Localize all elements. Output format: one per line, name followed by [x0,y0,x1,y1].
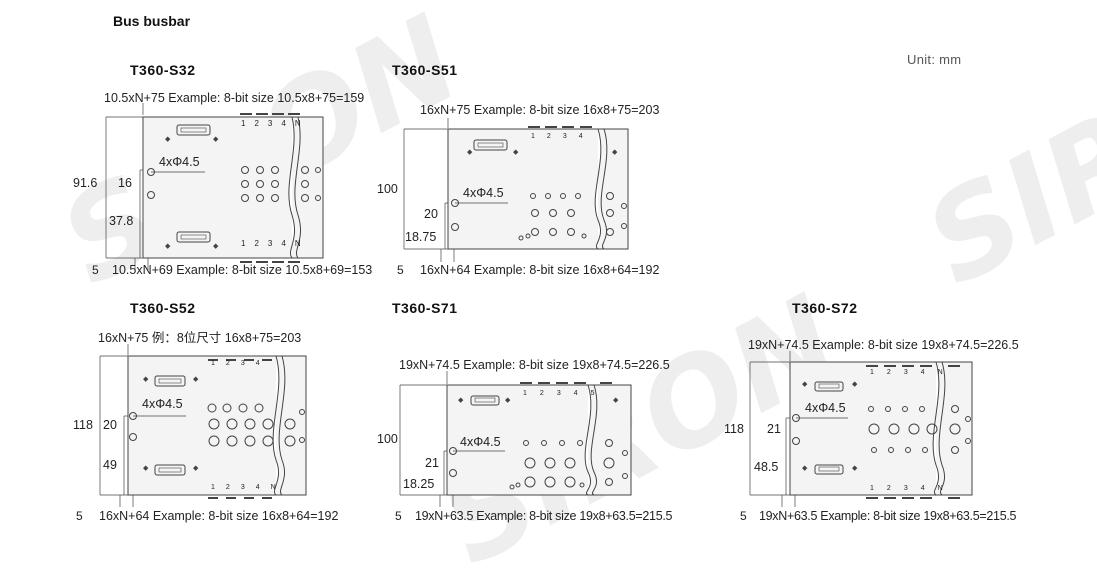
hole-label-s51: 4xΦ4.5 [463,186,504,200]
terminal-labels-s52: 1234 [211,360,271,367]
dim-upper-s52: 20 [103,418,117,432]
panel-title-s72: T360-S72 [792,300,858,316]
svg-text:◆: ◆ [513,149,519,156]
terminal-labels-s71: 12345 [523,390,608,397]
svg-text:◆: ◆ [852,465,858,472]
top-dimension-s52: 16xN+75 例：8位尺寸 16x8+75=203 [98,331,302,345]
svg-text:◆: ◆ [213,243,219,250]
hole-label-s52: 4xΦ4.5 [142,397,183,411]
panel-title-s32: T360-S32 [130,62,196,78]
dim-upper-s32: 16 [118,176,132,190]
height-total-s52: 118 [73,418,93,432]
svg-text:◆: ◆ [193,465,199,472]
terminal-labels-s72: 1234N [870,369,956,376]
dim-lower-s72: 48.5 [754,460,779,474]
dim-upper-s51: 20 [424,207,438,221]
hole-label-s32: 4xΦ4.5 [159,155,200,169]
unit-label: Unit: mm [907,52,962,67]
panel-title-s71: T360-S71 [392,300,458,316]
edge-offset-s72: 5 [740,509,747,523]
edge-offset-s71: 5 [395,509,402,523]
edge-offset-s51: 5 [397,263,404,277]
edge-offset-s52: 5 [76,509,83,523]
svg-text:◆: ◆ [802,381,808,388]
svg-text:◆: ◆ [505,397,511,404]
svg-text:◆: ◆ [143,465,149,472]
top-dimension-s32: 10.5xN+75 Example: 8-bit size 10.5x8+75=… [104,91,365,105]
svg-text:◆: ◆ [802,465,808,472]
terminal-labels-bottom-s52: 1234N [211,484,287,491]
svg-text:◆: ◆ [165,136,171,143]
dim-upper-s72: 21 [767,422,781,436]
edge-offset-s32: 5 [92,263,99,277]
bottom-dimension-s72: 19xN+63.5 Example: 8-bit size 19x8+63.5=… [759,509,1017,523]
svg-text:◆: ◆ [458,397,464,404]
dim-lower-s51: 18.75 [405,230,437,244]
svg-text:◆: ◆ [467,149,473,156]
bottom-dimension-s32: 10.5xN+69 Example: 8-bit size 10.5x8+69=… [112,263,373,277]
terminal-labels-bottom-s32: 1234N [241,239,310,248]
terminal-labels-bottom-s72: 1234N [870,485,956,492]
height-total-s51: 100 [377,182,398,196]
svg-text:◆: ◆ [143,376,149,383]
height-total-s72: 118 [724,422,744,436]
panel-title-s52: T360-S52 [130,300,196,316]
svg-text:◆: ◆ [613,397,619,404]
terminal-labels-s32: 1234N [241,119,310,128]
svg-text:◆: ◆ [852,381,858,388]
hole-label-s72: 4xΦ4.5 [805,401,846,415]
bottom-dimension-s71: 19xN+63.5 Example: 8-bit size 19x8+63.5=… [415,509,673,523]
height-total-s71: 100 [377,432,398,446]
bottom-dimension-s52: 16xN+64 Example: 8-bit size 16x8+64=192 [99,509,339,523]
height-total-s32: 91.6 [73,176,98,190]
svg-text:◆: ◆ [213,136,219,143]
terminal-labels-s51: 1234 [531,133,595,140]
svg-text:◆: ◆ [165,243,171,250]
dim-upper-s71: 21 [425,456,439,470]
dim-lower-s52: 49 [103,458,117,472]
svg-text:◆: ◆ [193,376,199,383]
bottom-dimension-s51: 16xN+64 Example: 8-bit size 16x8+64=192 [420,263,660,277]
top-dimension-s72: 19xN+74.5 Example: 8-bit size 19x8+74.5=… [748,338,1019,352]
dim-lower-s32: 37.8 [109,214,134,228]
panel-title-s51: T360-S51 [392,62,458,78]
page-heading: Bus busbar [113,13,191,29]
top-dimension-s51: 16xN+75 Example: 8-bit size 16x8+75=203 [420,103,660,117]
top-dimension-s71: 19xN+74.5 Example: 8-bit size 19x8+74.5=… [399,358,670,372]
svg-text:◆: ◆ [612,149,618,156]
hole-label-s71: 4xΦ4.5 [460,435,501,449]
dim-lower-s71: 18.25 [403,477,435,491]
